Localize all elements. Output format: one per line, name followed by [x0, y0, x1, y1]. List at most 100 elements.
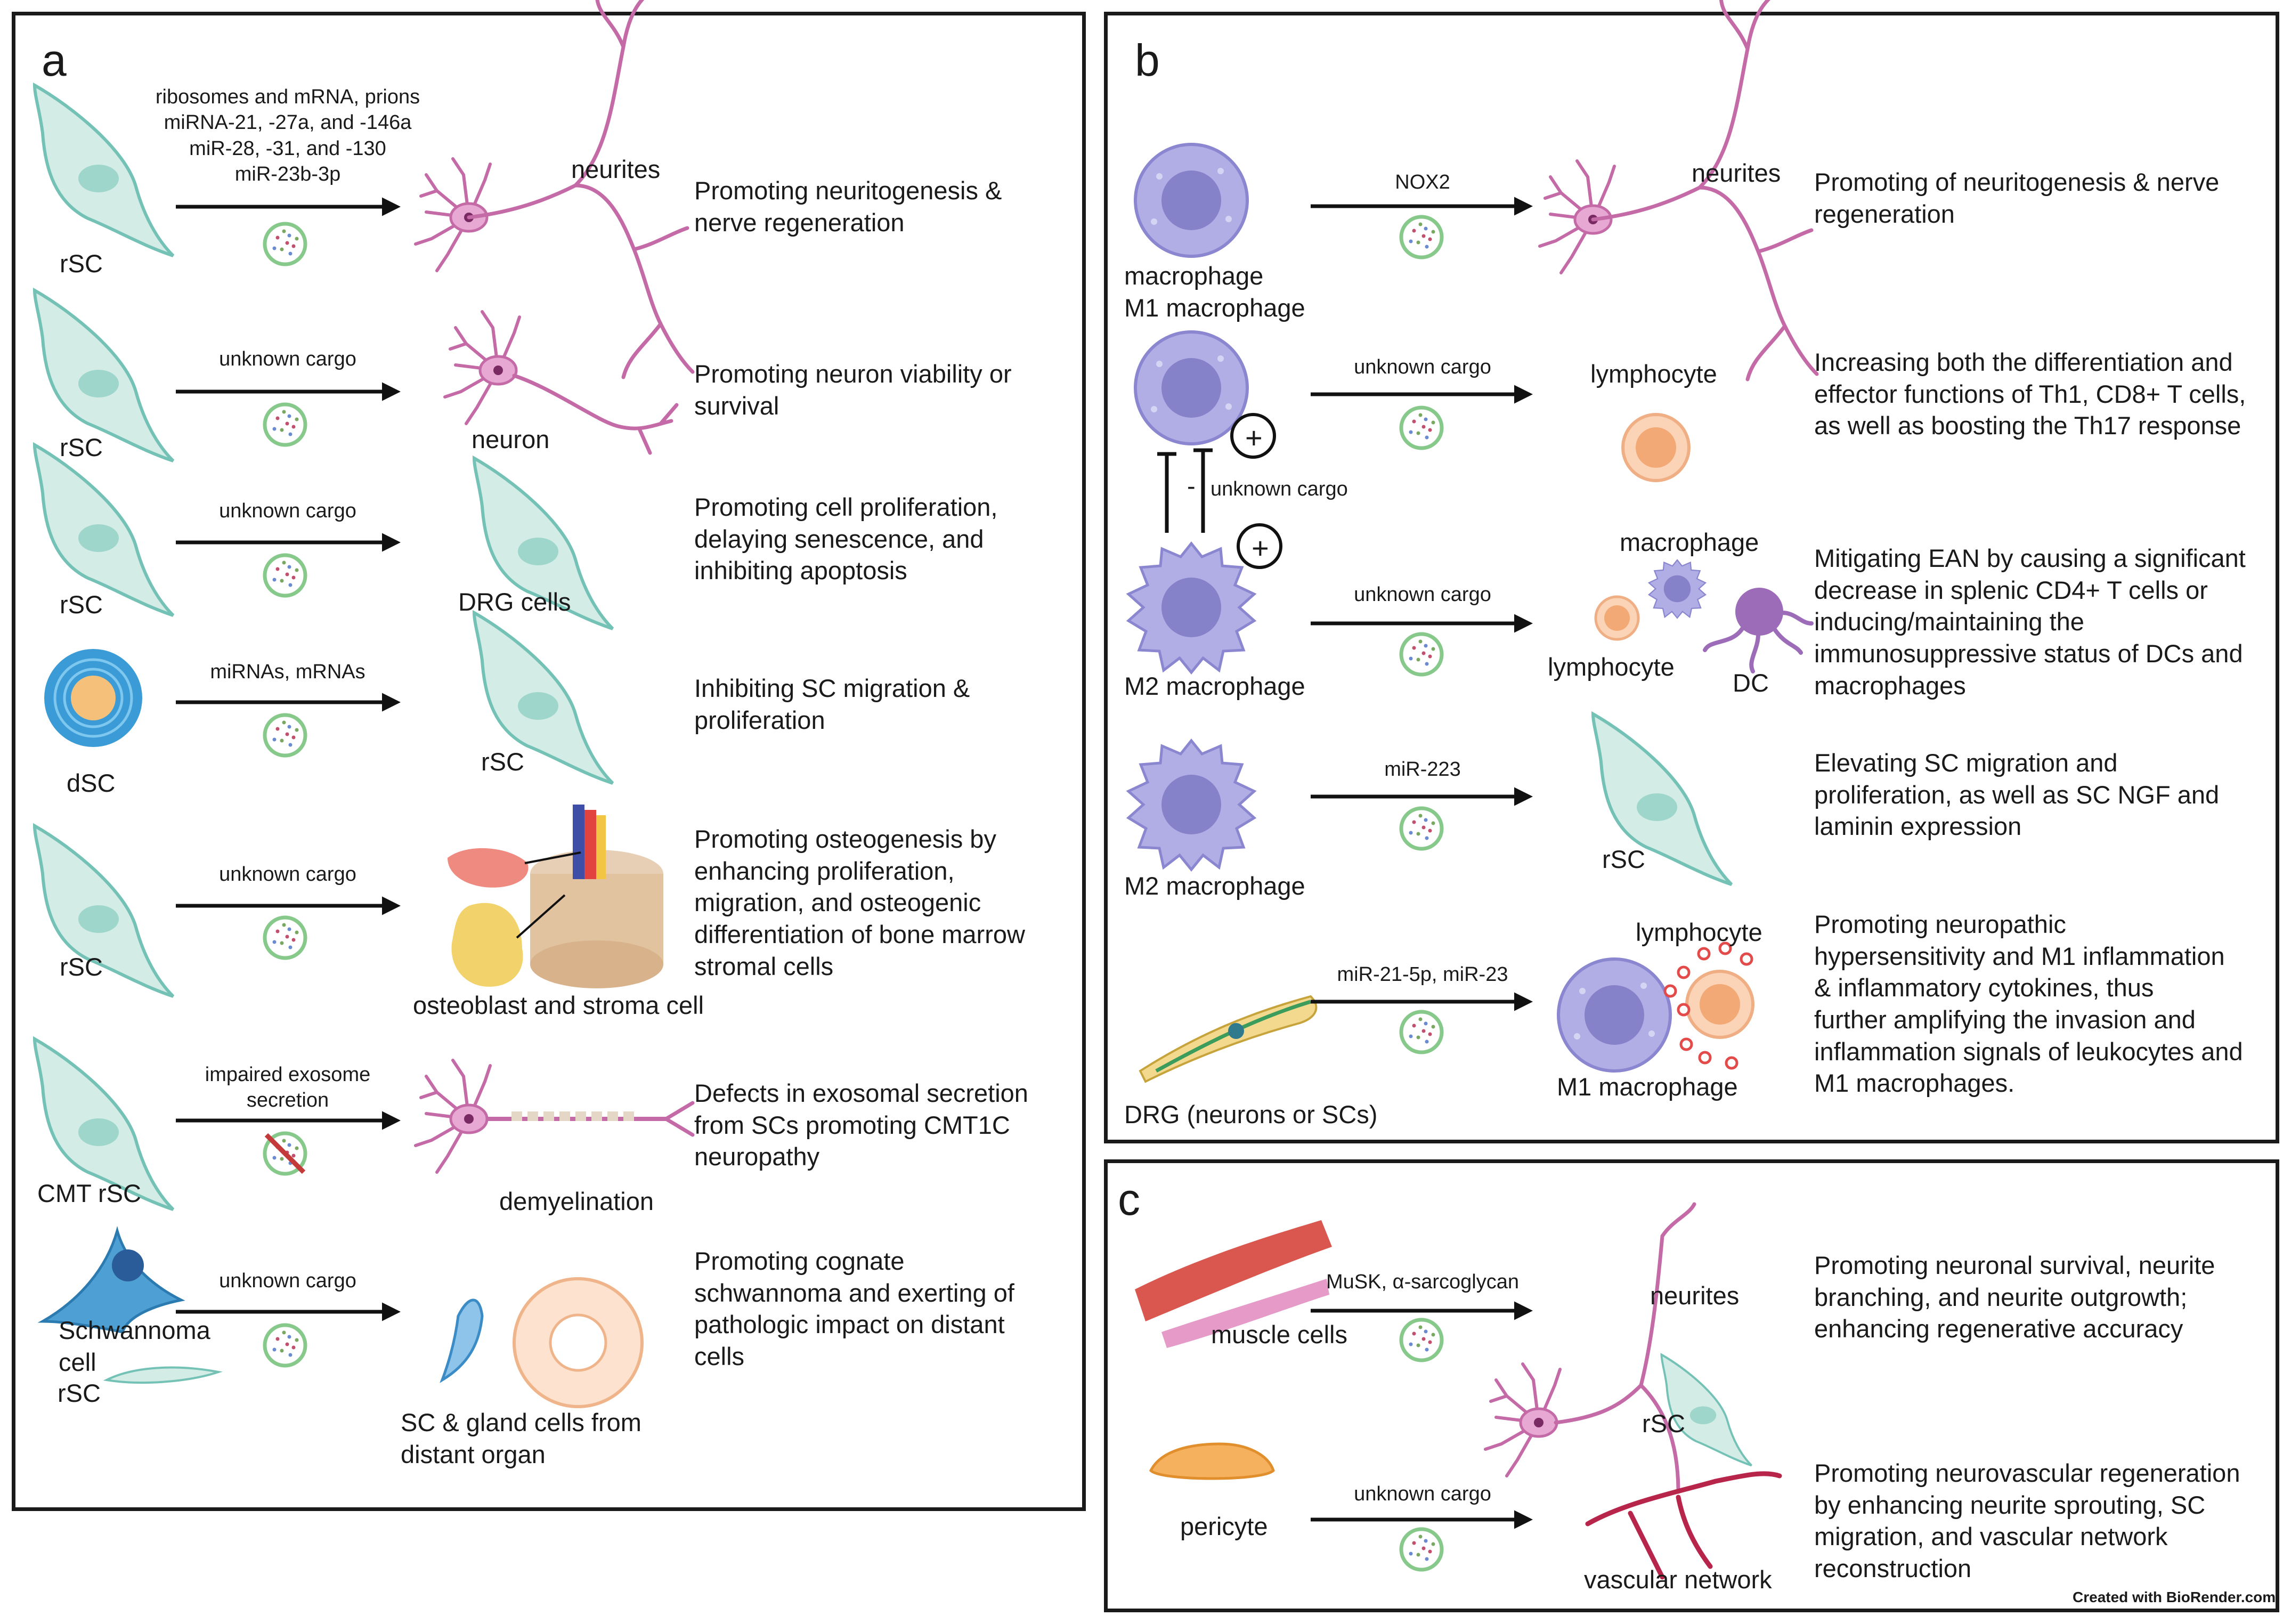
neurites-icon [1554, 1202, 1696, 1494]
effect-text: Promoting neuritogenesis & nerve regener… [694, 176, 1002, 237]
stroma-cell-icon [451, 903, 523, 987]
target-label: neurites [1650, 1281, 1740, 1310]
muscle-cells-icon [1135, 1220, 1332, 1348]
panel-a-label: a [42, 35, 67, 85]
feedback-plus-sign: + [1252, 531, 1269, 565]
source-label: muscle cells [1211, 1320, 1347, 1349]
feedback-minus-sign: - [1187, 472, 1196, 500]
cargo-label: unknown cargo [1354, 1483, 1491, 1505]
exosome-icon [265, 1325, 305, 1366]
source-label: macrophage M1 macrophage [1124, 262, 1305, 322]
inhibition-arrow-icon [1157, 452, 1176, 533]
feedback-plus-icon [1230, 413, 1276, 459]
target-label-secondary: rSC [1642, 1409, 1685, 1438]
m1-macrophage-icon [1135, 332, 1247, 444]
neurites-icon [1593, 0, 1817, 379]
target-label: neurites [1692, 159, 1781, 187]
cargo-label: unknown cargo [219, 1270, 356, 1292]
dc-icon [1735, 588, 1783, 636]
target-label: DRG cells [458, 588, 571, 616]
sc-distant-icon [440, 1298, 484, 1383]
schwannoma-cell-icon [37, 1225, 185, 1334]
source-label: rSC [60, 249, 103, 278]
credit-text: Created with BioRender.com. [2073, 1589, 2280, 1605]
source-label: M2 macrophage [1124, 672, 1305, 700]
effect-text: Mitigating EAN by causing a significant … [1814, 544, 2246, 700]
pericyte-icon [1149, 1442, 1275, 1480]
neuron-soma-icon [1485, 1364, 1560, 1476]
neuron-icon [445, 312, 519, 424]
cargo-label: miR-21-5p, miR-23 [1337, 963, 1508, 986]
effect-text: Elevating SC migration and proliferation… [1814, 749, 2220, 841]
target-label-top: lymphocyte [1636, 918, 1762, 946]
exosome-icon [1401, 217, 1442, 257]
blocked-icon [264, 1133, 306, 1174]
neuron-icon [416, 1060, 490, 1172]
effect-text: Promoting neurovascular regeneration by … [1814, 1459, 2240, 1583]
exosome-icon [265, 404, 305, 445]
rsc-cell-icon [35, 445, 173, 615]
exosome-icon [265, 224, 305, 264]
m1-macrophage-icon [1135, 144, 1247, 256]
exosome-icon [1401, 1012, 1442, 1052]
source-label: pericyte [1180, 1512, 1268, 1540]
target-label: neurites [571, 155, 661, 183]
source-label: rSC [60, 953, 103, 981]
effect-text: Promoting cell proliferation, delaying s… [694, 493, 998, 585]
feedback-cargo-label: unknown cargo [1211, 478, 1348, 500]
effect-text: Defects in exosomal secretion from SCs p… [694, 1079, 1028, 1171]
exosome-icon [1401, 408, 1442, 448]
source-label: M2 macrophage [1124, 872, 1305, 900]
cargo-label: unknown cargo [219, 500, 356, 522]
effect-text: Increasing both the differentiation and … [1814, 348, 2246, 440]
feedback-plus-icon [1237, 523, 1282, 569]
drg-icon [1139, 995, 1318, 1083]
panel-a [12, 12, 1086, 1511]
effect-text: Promoting neuropathic hypersensitivity a… [1814, 910, 2243, 1098]
rsc-cell-icon [35, 826, 173, 996]
cargo-label: unknown cargo [1354, 583, 1491, 606]
cytokines-icon [1663, 941, 1753, 1070]
cargo-label: MuSK, α-sarcoglycan [1326, 1271, 1519, 1293]
target-label-top: macrophage [1620, 528, 1759, 556]
exosome-icon [1401, 808, 1442, 849]
source-label-secondary: rSC [58, 1379, 101, 1407]
cargo-label: impaired exosome secretion [205, 1063, 371, 1112]
exosome-icon [1401, 1320, 1442, 1360]
exosome-icon [265, 715, 305, 756]
target-label-left: lymphocyte [1548, 653, 1675, 681]
effect-text: Promoting of neuritogenesis & nerve rege… [1814, 168, 2220, 228]
effect-text: Promoting neuronal survival, neurite bra… [1814, 1251, 2215, 1343]
rsc-cell-icon [35, 290, 173, 461]
target-label: vascular network [1584, 1565, 1772, 1594]
target-label: neuron [472, 425, 550, 453]
cargo-label: unknown cargo [219, 863, 356, 886]
cargo-label: miRNAs, mRNAs [210, 661, 365, 683]
feedback-plus-sign: + [1245, 421, 1263, 454]
exosome-icon [1401, 1529, 1442, 1570]
cargo-label: unknown cargo [219, 348, 356, 370]
effect-text: Promoting neuron viability or survival [694, 360, 1012, 420]
target-label: lymphocyte [1590, 360, 1717, 388]
rsc-cell-icon [103, 1366, 223, 1384]
target-label: osteoblast and stroma cell [413, 991, 704, 1019]
vascular-network-icon [1585, 1471, 1782, 1580]
effect-text: Promoting osteogenesis by enhancing prol… [694, 825, 1025, 980]
target-label: M1 macrophage [1557, 1073, 1738, 1101]
target-label: rSC [1602, 845, 1645, 873]
source-label: CMT rSC [37, 1179, 141, 1207]
source-label: dSC [67, 769, 116, 797]
osteoblast-icon [448, 848, 529, 888]
m2-macrophage-icon [1128, 741, 1254, 870]
exosome-icon [265, 555, 305, 596]
panel-b-label: b [1135, 35, 1160, 85]
m1-macrophage-icon [1558, 959, 1670, 1071]
effect-text: Promoting cognate schwannoma and exertin… [694, 1247, 1014, 1371]
source-label: DRG (neurons or SCs) [1124, 1100, 1378, 1128]
target-label: SC & gland cells from distant organ [401, 1408, 641, 1468]
exosome-icon [1401, 634, 1442, 675]
cargo-label: NOX2 [1395, 171, 1450, 193]
inhibition-arrow-icon [1193, 448, 1213, 533]
panel-c-label: c [1118, 1174, 1140, 1224]
